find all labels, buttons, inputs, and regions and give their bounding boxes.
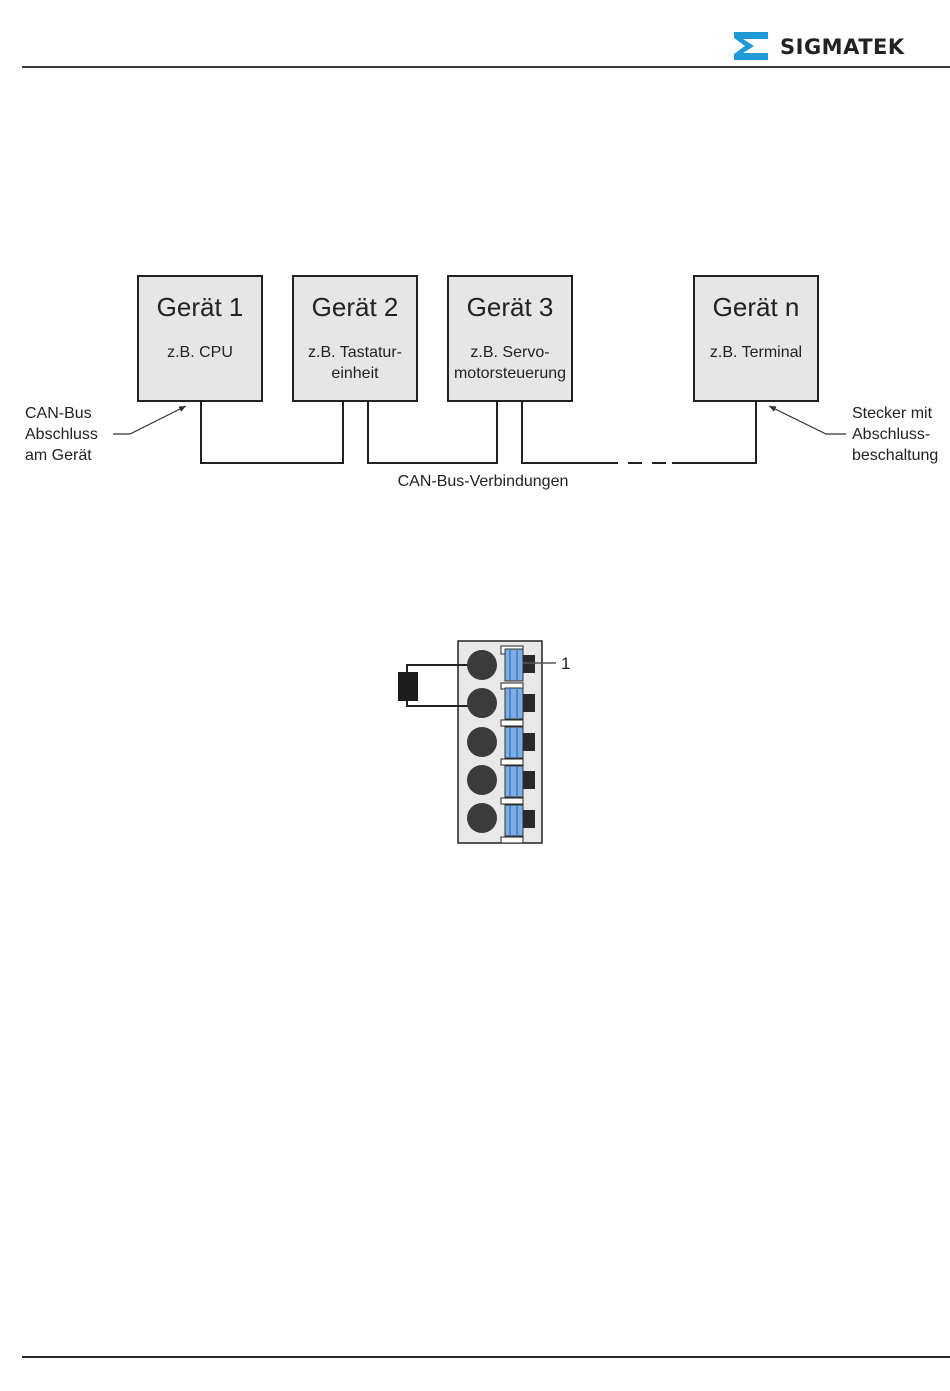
bus-segment-2-3 bbox=[368, 401, 497, 463]
device-3-desc-line-1: z.B. Servo- bbox=[470, 344, 549, 361]
device-2-box: Gerät 2 z.B. Tastatur- einheit bbox=[293, 276, 417, 401]
device-2-desc-line-1: z.B. Tastatur- bbox=[308, 344, 402, 361]
spring-clamp bbox=[505, 766, 523, 797]
release-tab bbox=[523, 810, 535, 828]
release-tab bbox=[523, 694, 535, 712]
device-3-desc-line-2: motorsteuerung bbox=[454, 365, 566, 382]
left-callout-line-3: am Gerät bbox=[25, 447, 92, 464]
right-callout: Stecker mit Abschluss- beschaltung bbox=[769, 405, 938, 464]
bus-label: CAN-Bus-Verbindungen bbox=[398, 473, 569, 490]
spring-clamp bbox=[505, 727, 523, 758]
left-callout-line-1: CAN-Bus bbox=[25, 405, 92, 422]
device-2-title: Gerät 2 bbox=[312, 292, 399, 322]
left-callout-arrow bbox=[113, 406, 186, 434]
device-1-title: Gerät 1 bbox=[157, 292, 244, 322]
device-n-box: Gerät n z.B. Terminal bbox=[694, 276, 818, 401]
right-callout-line-2: Abschluss- bbox=[852, 426, 930, 443]
termination-connector: 1 bbox=[398, 641, 570, 843]
bus-segment-1-2 bbox=[201, 401, 343, 463]
right-callout-line-1: Stecker mit bbox=[852, 405, 933, 422]
device-1-desc-line-1: z.B. CPU bbox=[167, 344, 233, 361]
device-n-title: Gerät n bbox=[713, 292, 800, 322]
device-3-title: Gerät 3 bbox=[467, 292, 554, 322]
bus-segment-3-out bbox=[522, 401, 604, 463]
screw-hole bbox=[467, 650, 497, 680]
device-3-box: Gerät 3 z.B. Servo- motorsteuerung bbox=[448, 276, 572, 401]
right-callout-line-3: beschaltung bbox=[852, 447, 938, 464]
screw-hole bbox=[467, 688, 497, 718]
footer-rule bbox=[22, 1356, 950, 1358]
can-bus-diagram: Gerät 1 z.B. CPU Gerät 2 z.B. Tastatur- … bbox=[25, 276, 938, 490]
spring-clamp bbox=[505, 649, 523, 681]
release-tab bbox=[523, 733, 535, 751]
screw-hole bbox=[467, 765, 497, 795]
screw-hole bbox=[467, 803, 497, 833]
right-callout-arrow bbox=[769, 406, 846, 434]
device-1-box: Gerät 1 z.B. CPU bbox=[138, 276, 262, 401]
resistor-body bbox=[398, 672, 418, 701]
left-callout: CAN-Bus Abschluss am Gerät bbox=[25, 405, 186, 464]
screw-hole bbox=[467, 727, 497, 757]
bus-wires bbox=[201, 401, 756, 463]
spring-clamp bbox=[505, 688, 523, 719]
spring-clamp bbox=[505, 805, 523, 836]
callout-1-label: 1 bbox=[561, 654, 570, 673]
device-n-desc-line-1: z.B. Terminal bbox=[710, 344, 802, 361]
release-tab bbox=[523, 655, 535, 673]
bus-segment-in-n bbox=[672, 401, 756, 463]
left-callout-line-2: Abschluss bbox=[25, 426, 98, 443]
device-2-desc-line-2: einheit bbox=[331, 365, 379, 382]
release-tab bbox=[523, 771, 535, 789]
